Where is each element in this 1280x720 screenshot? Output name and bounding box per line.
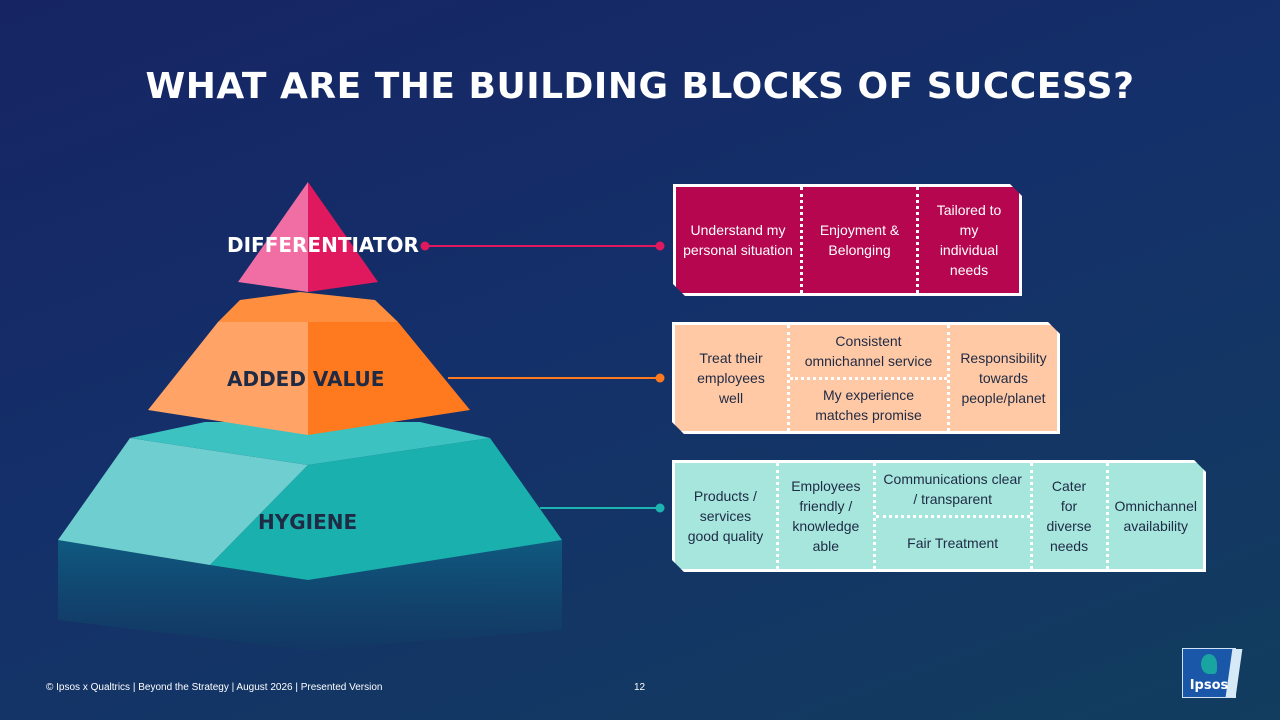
added-value-tier (148, 292, 470, 435)
connector-hygiene (540, 503, 665, 513)
hygiene-label: HYGIENE (258, 510, 358, 534)
page-title: WHAT ARE THE BUILDING BLOCKS OF SUCCESS? (145, 66, 1135, 107)
added-value-split-cell: Consistent omnichannel service My experi… (787, 325, 947, 431)
page-number: 12 (634, 682, 646, 693)
hygiene-item: Cater for diverse needs (1030, 463, 1106, 569)
added-value-item: Responsibility towards people/planet (947, 325, 1057, 431)
connector-added-value (448, 373, 665, 383)
differentiator-item: Enjoyment & Belonging (800, 187, 916, 293)
added-value-item: Consistent omnichannel service (804, 332, 933, 369)
differentiator-label: DIFFERENTIATOR (227, 233, 419, 257)
added-value-item: Treat their employees well (697, 350, 765, 406)
added-value-label: ADDED VALUE (227, 367, 385, 391)
hygiene-item: Omnichannel availability (1106, 463, 1204, 569)
differentiator-box: Understand my personal situation Enjoyme… (673, 184, 1022, 296)
hygiene-item: Communications clear / transparent (883, 470, 1022, 507)
hygiene-item: Employees friendly / knowledge able (776, 463, 873, 569)
differentiator-item: Tailored to my individual needs (916, 187, 1019, 293)
hygiene-item: Fair Treatment (876, 515, 1030, 570)
hygiene-split-cell: Communications clear / transparent Fair … (873, 463, 1030, 569)
hygiene-item: Products / services good quality (687, 488, 764, 544)
added-value-box: Treat their employees well Consistent om… (672, 322, 1060, 434)
connector-differentiator (420, 241, 665, 251)
logo-text: Ipsos (1189, 678, 1229, 693)
differentiator-item: Understand my personal situation (683, 222, 793, 258)
hygiene-tier (58, 422, 562, 650)
hygiene-box: Products / services good quality Employe… (672, 460, 1206, 572)
footer-text: © Ipsos x Qualtrics | Beyond the Strateg… (46, 682, 383, 693)
added-value-item: My experience matches promise (790, 377, 947, 432)
logo-swirl-icon (1201, 654, 1217, 674)
ipsos-logo: Ipsos (1182, 648, 1243, 698)
differentiator-tier (238, 182, 378, 292)
